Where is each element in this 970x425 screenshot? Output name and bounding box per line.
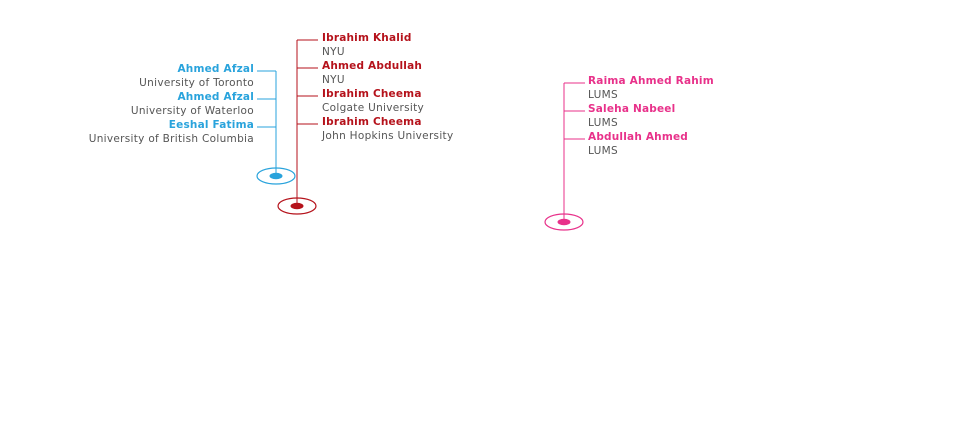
person-name: Ahmed Afzal <box>177 91 254 103</box>
person-name: Ibrahim Cheema <box>322 116 422 128</box>
university-name: University of Waterloo <box>130 105 254 117</box>
pin-ring <box>277 197 317 215</box>
connector-lines <box>256 39 585 231</box>
person-name: Raima Ahmed Rahim <box>588 75 714 87</box>
person-name: Eeshal Fatima <box>168 119 254 131</box>
person-name: Abdullah Ahmed <box>588 131 689 143</box>
university-name: NYU <box>322 46 345 58</box>
university-name: LUMS <box>588 117 618 129</box>
person-name: Ibrahim Cheema <box>322 88 422 100</box>
person-name: Ahmed Abdullah <box>322 60 423 72</box>
university-name: John Hopkins University <box>322 130 454 142</box>
pin-dot <box>557 218 571 226</box>
person-name: Ibrahim Khalid <box>322 32 412 44</box>
university-name: LUMS <box>588 89 618 101</box>
pin-dot <box>269 172 283 180</box>
person-name: Saleha Nabeel <box>588 103 676 115</box>
university-name: LUMS <box>588 145 618 157</box>
university-name: University of Toronto <box>139 77 254 89</box>
pin-dot <box>290 202 304 210</box>
person-name: Ahmed Afzal <box>177 63 254 75</box>
university-name: NYU <box>322 74 345 86</box>
pin-ring <box>256 167 296 185</box>
university-name: Colgate University <box>322 102 425 114</box>
university-name: University of British Columbia <box>88 133 254 145</box>
pin-ring <box>544 213 584 231</box>
